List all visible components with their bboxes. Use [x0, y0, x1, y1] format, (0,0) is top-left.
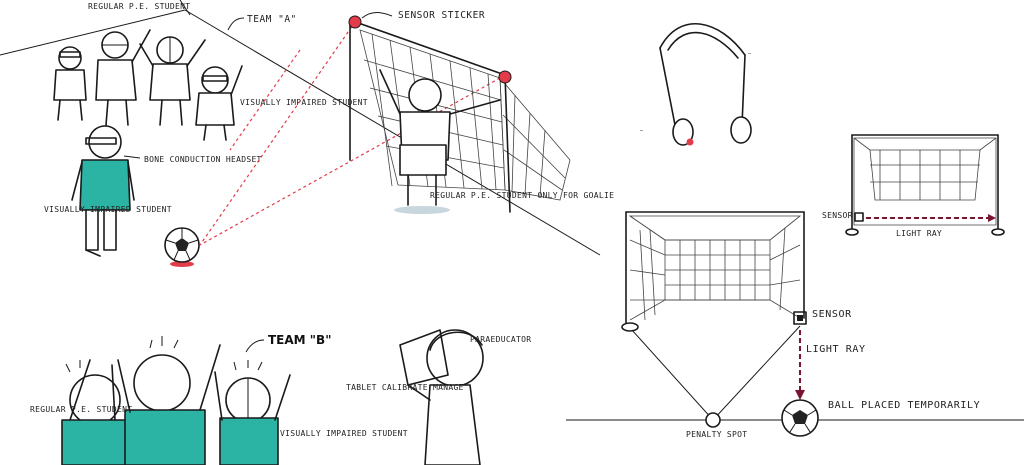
label-tablet-calibrate: TABLET CALIBRATE MANAGE: [346, 383, 464, 392]
label-visually-impaired-top: VISUALLY IMPAIRED STUDENT: [240, 98, 368, 107]
label-team-a: TEAM "A": [247, 14, 297, 25]
label-sensor-sticker: SENSOR STICKER: [398, 10, 485, 21]
headset-pointer: [124, 156, 140, 158]
label-light-ray-small: LIGHT RAY: [896, 229, 942, 238]
goal-big-penalty: [622, 212, 818, 436]
label-paraeducator: PARAEDUCATOR: [470, 335, 531, 344]
soccer-ball-left: [165, 228, 199, 267]
vi-student-headset: [72, 126, 134, 256]
label-visually-impaired-bottom: VISUALLY IMPAIRED STUDENT: [280, 429, 408, 438]
label-regular-pe-student-top: REGULAR P.E. STUDENT: [88, 2, 190, 11]
label-sensor-big: SENSOR: [812, 309, 852, 320]
label-team-b: TEAM "B": [268, 333, 331, 347]
sensor-sticker-pointer: [362, 13, 392, 19]
label-bone-conduction-headset: BONE CONDUCTION HEADSET: [144, 155, 262, 164]
team-a-pointer: [228, 18, 244, 30]
headset-note-left: ⋯: [640, 128, 643, 134]
label-light-ray-big: LIGHT RAY: [806, 344, 866, 355]
paraeducator-figure: [400, 330, 483, 465]
headset-note-right: ⋯: [748, 51, 751, 57]
label-ball-placed: BALL PLACED TEMPORARILY: [828, 400, 980, 411]
team-a-students: [54, 30, 242, 140]
goal-small-light-ray: [846, 135, 1004, 235]
label-penalty-spot: PENALTY SPOT: [686, 430, 747, 439]
label-regular-pe-student-bottom: REGULAR P.E. STUDENT: [30, 405, 132, 414]
headset-detail: ⋯ ⋯: [640, 24, 751, 146]
goal-top-with-goalie: [349, 16, 570, 214]
team-b-pointer: [246, 340, 264, 352]
label-sensor-small: SENSOR: [822, 211, 853, 220]
team-b-students: [62, 336, 290, 465]
label-visually-impaired-left: VISUALLY IMPAIRED STUDENT: [44, 205, 172, 214]
label-regular-pe-goalie: REGULAR P.E. STUDENT ONLY FOR GOALIE: [430, 191, 614, 200]
